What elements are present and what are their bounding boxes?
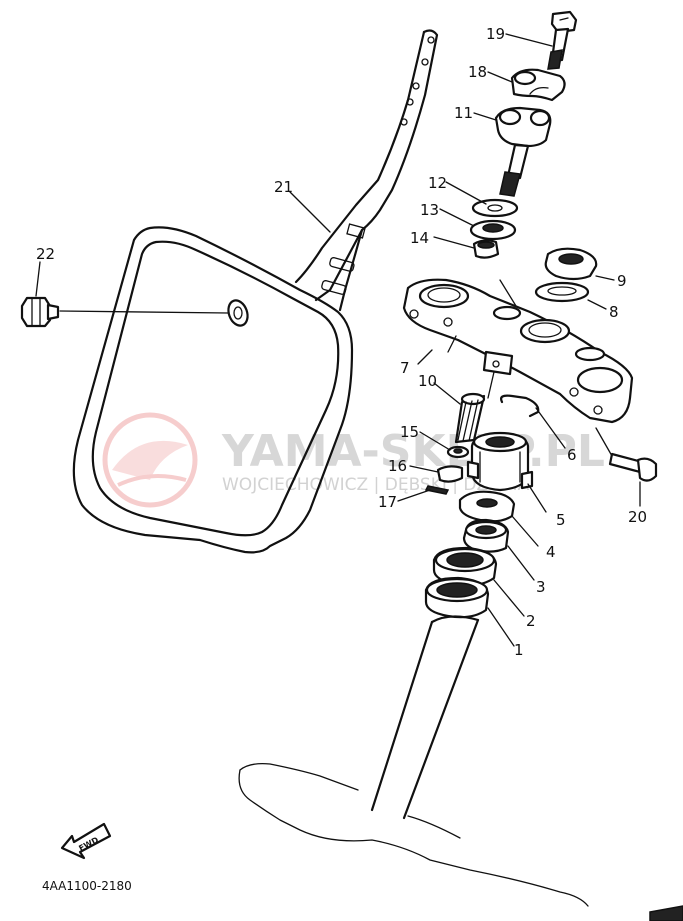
callout-5: 5 <box>556 511 566 529</box>
nut-9-icon <box>544 247 598 281</box>
callout-8: 8 <box>609 303 619 321</box>
ring-nut-5-icon <box>466 431 534 492</box>
callout-14: 14 <box>410 229 429 247</box>
callout-19: 19 <box>486 25 505 43</box>
upper-bracket-7-icon <box>402 278 634 424</box>
leader-lines <box>35 33 641 647</box>
callout-13: 13 <box>420 201 439 219</box>
number-plate <box>72 29 439 554</box>
corner-mark <box>649 905 683 921</box>
collar-14-icon <box>472 239 500 259</box>
washer-15-icon <box>446 445 470 459</box>
bearing-3-icon <box>462 518 510 553</box>
callout-6: 6 <box>567 446 577 464</box>
washer-13-icon <box>469 219 517 241</box>
callout-4: 4 <box>546 543 556 561</box>
callout-15: 15 <box>400 423 419 441</box>
callout-7: 7 <box>400 359 410 377</box>
watermark-title: YAMA-SKLEP.PL <box>221 426 605 477</box>
watermark-logo <box>102 412 198 508</box>
callout-1: 1 <box>514 641 524 659</box>
callout-22: 22 <box>36 245 55 263</box>
callout-21: 21 <box>274 178 293 196</box>
callout-11: 11 <box>454 104 473 122</box>
bolt-22-icon <box>20 296 229 328</box>
bolt-20-icon <box>595 427 658 482</box>
washer-12-icon <box>471 198 519 218</box>
bolt-19-icon <box>547 10 578 70</box>
bearing-1-icon <box>424 576 490 619</box>
ring-nut-4-icon <box>458 490 516 523</box>
callout-3: 3 <box>536 578 546 596</box>
clamp-18-icon <box>510 68 566 102</box>
fwd-arrow-icon: FWD <box>60 822 112 860</box>
bearing-2-icon <box>432 546 498 587</box>
callout-18: 18 <box>468 63 487 81</box>
clip-6-icon <box>500 394 540 418</box>
handlebar-holder-11-icon <box>494 106 552 197</box>
callout-2: 2 <box>526 612 536 630</box>
washer-8-icon <box>534 281 590 303</box>
callout-16: 16 <box>388 457 407 475</box>
pin-17-icon <box>424 485 450 495</box>
callout-12: 12 <box>428 174 447 192</box>
callout-9: 9 <box>617 272 627 290</box>
diagram-code: 4AA1100-2180 <box>42 879 132 893</box>
callouts: 1 2 3 4 5 6 7 8 9 10 11 12 13 14 15 16 1… <box>36 25 647 659</box>
steering-stem-icon <box>238 615 589 907</box>
callout-10: 10 <box>418 372 437 390</box>
callout-17: 17 <box>378 493 397 511</box>
nut-16-icon <box>436 465 464 483</box>
callout-20: 20 <box>628 508 647 526</box>
